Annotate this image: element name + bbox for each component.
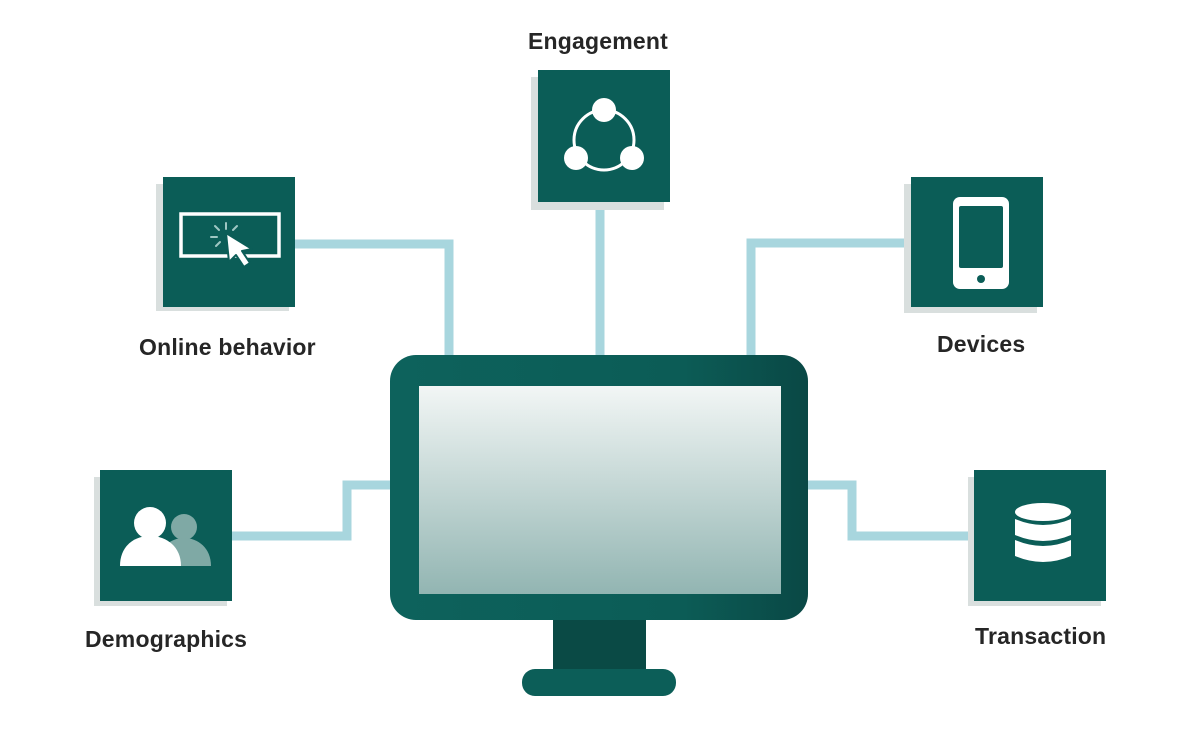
tile bbox=[538, 70, 670, 202]
devices-node bbox=[904, 177, 1043, 313]
monitor-screen bbox=[419, 386, 781, 594]
online-behavior-label: Online behavior bbox=[139, 334, 316, 360]
transaction-node bbox=[968, 470, 1106, 606]
click-button-icon bbox=[179, 212, 281, 268]
engagement-label: Engagement bbox=[528, 28, 669, 54]
tile bbox=[100, 470, 232, 601]
devices-label: Devices bbox=[937, 331, 1026, 357]
demographics-label: Demographics bbox=[85, 626, 248, 652]
connector-devices bbox=[746, 238, 910, 360]
smartphone-icon bbox=[953, 197, 1009, 289]
connector-transaction bbox=[805, 480, 975, 541]
transaction-label: Transaction bbox=[975, 623, 1107, 649]
share-network-icon bbox=[564, 98, 644, 172]
connectors bbox=[230, 205, 975, 541]
monitor-stand-base bbox=[522, 669, 676, 696]
connector-demographics bbox=[230, 480, 395, 541]
users-icon bbox=[120, 507, 211, 566]
online-behavior-node bbox=[156, 177, 295, 311]
computer-monitor bbox=[390, 355, 808, 696]
demographics-node bbox=[94, 470, 232, 606]
database-icon bbox=[1015, 503, 1071, 562]
engagement-node bbox=[531, 70, 670, 210]
monitor-stand-neck bbox=[553, 614, 646, 676]
connector-online-behavior bbox=[293, 239, 454, 360]
